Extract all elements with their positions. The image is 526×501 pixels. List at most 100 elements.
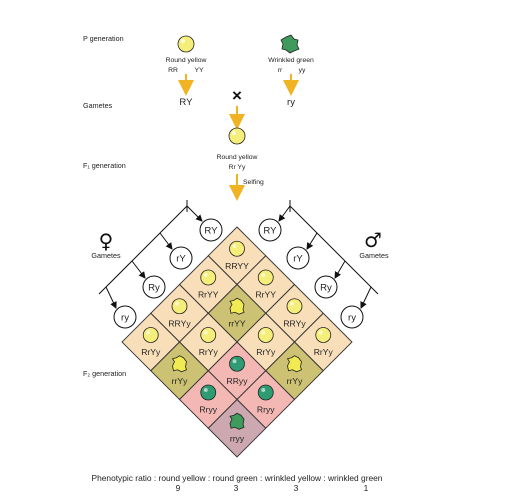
male-gamete-circle bbox=[258, 218, 282, 242]
female-gamete-label: Ry bbox=[148, 282, 160, 293]
female-branch-arrow bbox=[159, 232, 173, 250]
female-trunk-line bbox=[98, 205, 188, 295]
punnett-cell-genotype: RRyy bbox=[226, 376, 248, 386]
cross-symbol: × bbox=[232, 86, 242, 105]
wrinkled-green-seed-icon bbox=[280, 34, 300, 54]
round-yellow-seed-icon bbox=[171, 298, 188, 315]
round-yellow-seed-icon bbox=[142, 327, 159, 343]
seed-highlight bbox=[261, 330, 266, 335]
gametes-label-male: Gametes bbox=[359, 251, 389, 260]
f1-phenotype: Round yellow bbox=[217, 154, 258, 161]
punnett-cell-genotype: RrYY bbox=[198, 290, 219, 300]
male-gamete-label: ry bbox=[348, 312, 356, 323]
female-branch-arrow bbox=[131, 260, 146, 279]
ratio-value-round-green: 3 bbox=[234, 483, 239, 493]
punnett-cell-genotype: rryy bbox=[230, 433, 245, 443]
punnett-cell-genotype: RrYY bbox=[255, 290, 276, 300]
f1-genotype: Rr Yy bbox=[229, 164, 246, 171]
female-gamete-circle bbox=[142, 275, 166, 299]
female-gamete-circle bbox=[199, 218, 223, 242]
seed-highlight bbox=[203, 330, 208, 335]
wrinkled-yellow-seed-icon bbox=[229, 297, 245, 315]
punnett-cell-genotype: Rryy bbox=[199, 405, 217, 415]
female-gamete-circle bbox=[169, 246, 193, 270]
ratio-value-round-yellow: 9 bbox=[176, 483, 181, 493]
gamete-right-parent: ry bbox=[287, 97, 295, 108]
male-branch-arrow bbox=[278, 205, 291, 222]
gamete-connectors: RY rY Ry ry RY rY Ry ry bbox=[98, 200, 379, 329]
male-branch-arrow bbox=[360, 286, 372, 309]
gametes-label-female: Gametes bbox=[91, 251, 121, 260]
male-symbol: ♂ bbox=[364, 228, 382, 252]
f2-generation-label: F₂ generation bbox=[83, 369, 126, 378]
seed-highlight bbox=[261, 273, 266, 277]
parent-right-genotype-r: rr bbox=[278, 67, 283, 74]
male-gamete-circle bbox=[286, 246, 310, 270]
gamete-left-parent: RY bbox=[179, 97, 193, 108]
round-yellow-seed-icon bbox=[286, 298, 303, 315]
wrinkled-green-seed-icon bbox=[229, 412, 245, 430]
male-gamete-label: rY bbox=[293, 253, 303, 264]
seed-highlight bbox=[146, 330, 151, 335]
selfing-label: Selfing bbox=[243, 179, 264, 186]
punnett-cell-genotype: rrYY bbox=[228, 318, 245, 328]
seed-highlight bbox=[290, 301, 294, 306]
gametes-label-top: Gametes bbox=[83, 101, 113, 110]
female-symbol: ♀ bbox=[99, 229, 114, 253]
ratio-value-wrinkled-yellow: 3 bbox=[294, 483, 299, 493]
round-yellow-seed-icon bbox=[200, 269, 217, 286]
punnett-cell-genotype: Rryy bbox=[257, 405, 275, 415]
round-green-seed-icon bbox=[200, 384, 217, 401]
parent-left-genotype-r: RR bbox=[168, 67, 178, 74]
round-yellow-seed-icon bbox=[257, 269, 274, 286]
f1-round-yellow-seed-icon bbox=[228, 127, 246, 145]
male-branch-arrow bbox=[334, 260, 346, 279]
phenotypic-ratio-text: Phenotypic ratio : round yellow : round … bbox=[92, 473, 383, 483]
round-yellow-seed-icon bbox=[229, 240, 245, 257]
female-gamete-label: ry bbox=[121, 312, 129, 323]
punnett-cell-genotype: RRYy bbox=[283, 318, 306, 328]
wrinkled-yellow-seed-icon bbox=[286, 355, 302, 373]
punnett-cell-genotype: RRYy bbox=[168, 318, 191, 328]
round-green-seed-icon bbox=[257, 384, 274, 401]
punnett-cell-genotype: RRYY bbox=[225, 261, 249, 271]
seed-highlight bbox=[318, 330, 323, 335]
female-gamete-circle bbox=[113, 305, 137, 329]
seed-highlight bbox=[232, 244, 237, 249]
male-gamete-label: RY bbox=[263, 225, 277, 236]
parent-round-yellow: Round yellow RR YY RY bbox=[166, 35, 207, 108]
punnett-cell-genotype: rrYy bbox=[172, 376, 188, 386]
parent-left-genotype-y: YY bbox=[194, 67, 204, 74]
seed-highlight bbox=[203, 388, 208, 392]
punnett-cell-genotype: RrYy bbox=[256, 347, 276, 357]
male-gamete-circle bbox=[314, 275, 338, 299]
male-gamete-circle bbox=[340, 305, 364, 329]
parent-wrinkled-green: Wrinkled green rr yy ry bbox=[268, 34, 314, 108]
female-gamete-label: rY bbox=[176, 253, 186, 264]
round-green-seed-icon bbox=[229, 355, 245, 372]
punnett-cell-genotype: RrYy bbox=[199, 347, 219, 357]
seed-highlight bbox=[175, 301, 179, 306]
punnett-cell-genotype: RrYy bbox=[314, 347, 334, 357]
round-yellow-seed-icon bbox=[257, 327, 274, 343]
f1-generation-label: F₁ generation bbox=[83, 161, 126, 170]
parent-right-genotype-y: yy bbox=[299, 67, 306, 74]
wrinkled-yellow-seed-icon bbox=[171, 355, 187, 373]
seed-highlight bbox=[261, 388, 266, 392]
male-gamete-label: Ry bbox=[320, 282, 332, 293]
male-branch-arrow bbox=[306, 232, 318, 250]
female-gamete-label: RY bbox=[204, 225, 218, 236]
punnett-cell-genotype: rrYy bbox=[287, 376, 303, 386]
punnett-cell-genotype: RrYy bbox=[141, 347, 161, 357]
female-branch-arrow bbox=[105, 286, 117, 309]
ratio-value-wrinkled-green: 1 bbox=[364, 483, 369, 493]
round-yellow-seed-icon bbox=[200, 327, 217, 343]
round-yellow-seed-icon bbox=[315, 327, 332, 343]
male-trunk-line bbox=[289, 205, 379, 295]
seed-highlight bbox=[232, 359, 237, 364]
parent-right-phenotype: Wrinkled green bbox=[268, 57, 314, 64]
parent-left-phenotype: Round yellow bbox=[166, 57, 207, 64]
female-branch-arrow bbox=[186, 205, 203, 222]
